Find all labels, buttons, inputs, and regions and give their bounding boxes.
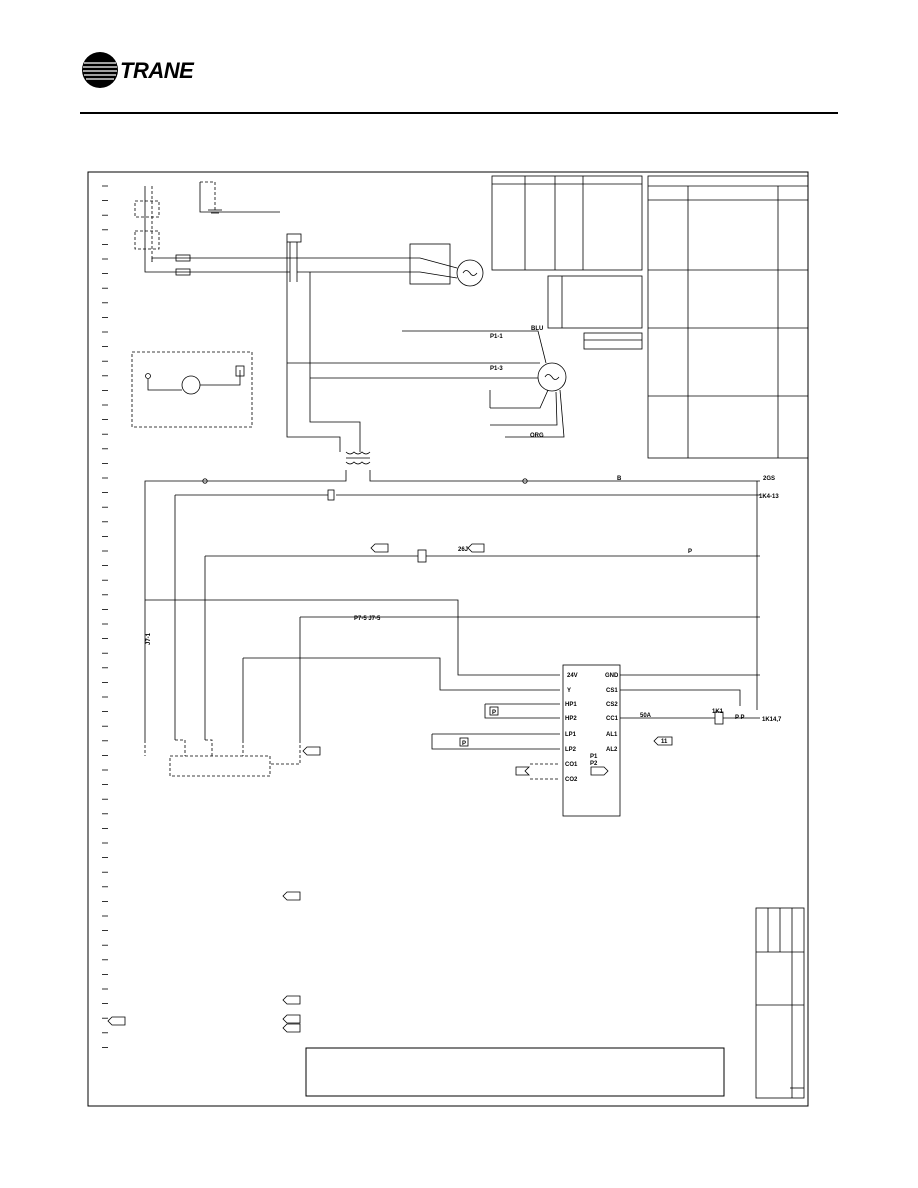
terminal-label: CO1 — [565, 762, 578, 768]
terminal-label: Y — [567, 688, 571, 694]
terminal-label: LP2 — [565, 747, 577, 753]
terminal-label: CO2 — [565, 777, 578, 783]
controller-left-terminals: 24V Y HP1 HP2 LP1 LP2 CO1 CO2 — [565, 673, 578, 783]
trane-logo-icon — [82, 52, 118, 88]
terminal-label: GND — [605, 673, 619, 679]
wire-label-pp: P P — [735, 715, 745, 721]
page-header: TRANE — [0, 0, 918, 120]
terminal-label: 24V — [567, 673, 578, 679]
header-rule — [80, 112, 838, 114]
controller-right-terminals: GND CS1 CS2 CC1 AL1 AL2 — [605, 673, 619, 753]
hp-switch-label: P — [492, 710, 496, 716]
wire-label-1k14-7: 1K14,7 — [762, 717, 782, 723]
terminal-label: HP1 — [565, 702, 577, 708]
wire-label-1k4-13: 1K4-13 — [759, 494, 779, 500]
p1-label: P1 — [590, 754, 598, 760]
wire-label-26j: 26J — [458, 547, 468, 553]
terminal-label: CS2 — [606, 702, 618, 708]
terminal-label: CS1 — [606, 688, 618, 694]
brand-name: TRANE — [120, 58, 194, 83]
wire-label-p1-1: P1-1 — [490, 334, 503, 340]
p2-label: P2 — [590, 761, 598, 767]
wire-label-2gs: 2GS — [763, 476, 775, 482]
terminal-label: LP1 — [565, 732, 577, 738]
wiring-diagram: BLU P1-1 P1-3 ORG B 2GS 1K4-13 26J P P7-… — [87, 171, 809, 1107]
wire-label-p: P — [688, 549, 692, 555]
wire-label-b: B — [617, 476, 622, 482]
wire-label-p1-3: P1-3 — [490, 366, 503, 372]
alarm-tag: 11 — [661, 739, 668, 745]
terminal-label: AL1 — [606, 732, 618, 738]
lp-switch-label: P — [462, 741, 466, 747]
wire-label-j7-1: J7-1 — [146, 632, 152, 645]
wire-label-blu: BLU — [531, 326, 543, 332]
wire-label-org: ORG — [530, 433, 544, 439]
terminal-label: CC1 — [606, 716, 619, 722]
wire-label-50a: 50A — [640, 713, 652, 719]
wire-label-p7-j7: P7-5 J7-5 — [354, 616, 381, 622]
terminal-label: AL2 — [606, 747, 618, 753]
wire-label-1k1: 1K1 — [712, 709, 724, 715]
terminal-label: HP2 — [565, 716, 577, 722]
